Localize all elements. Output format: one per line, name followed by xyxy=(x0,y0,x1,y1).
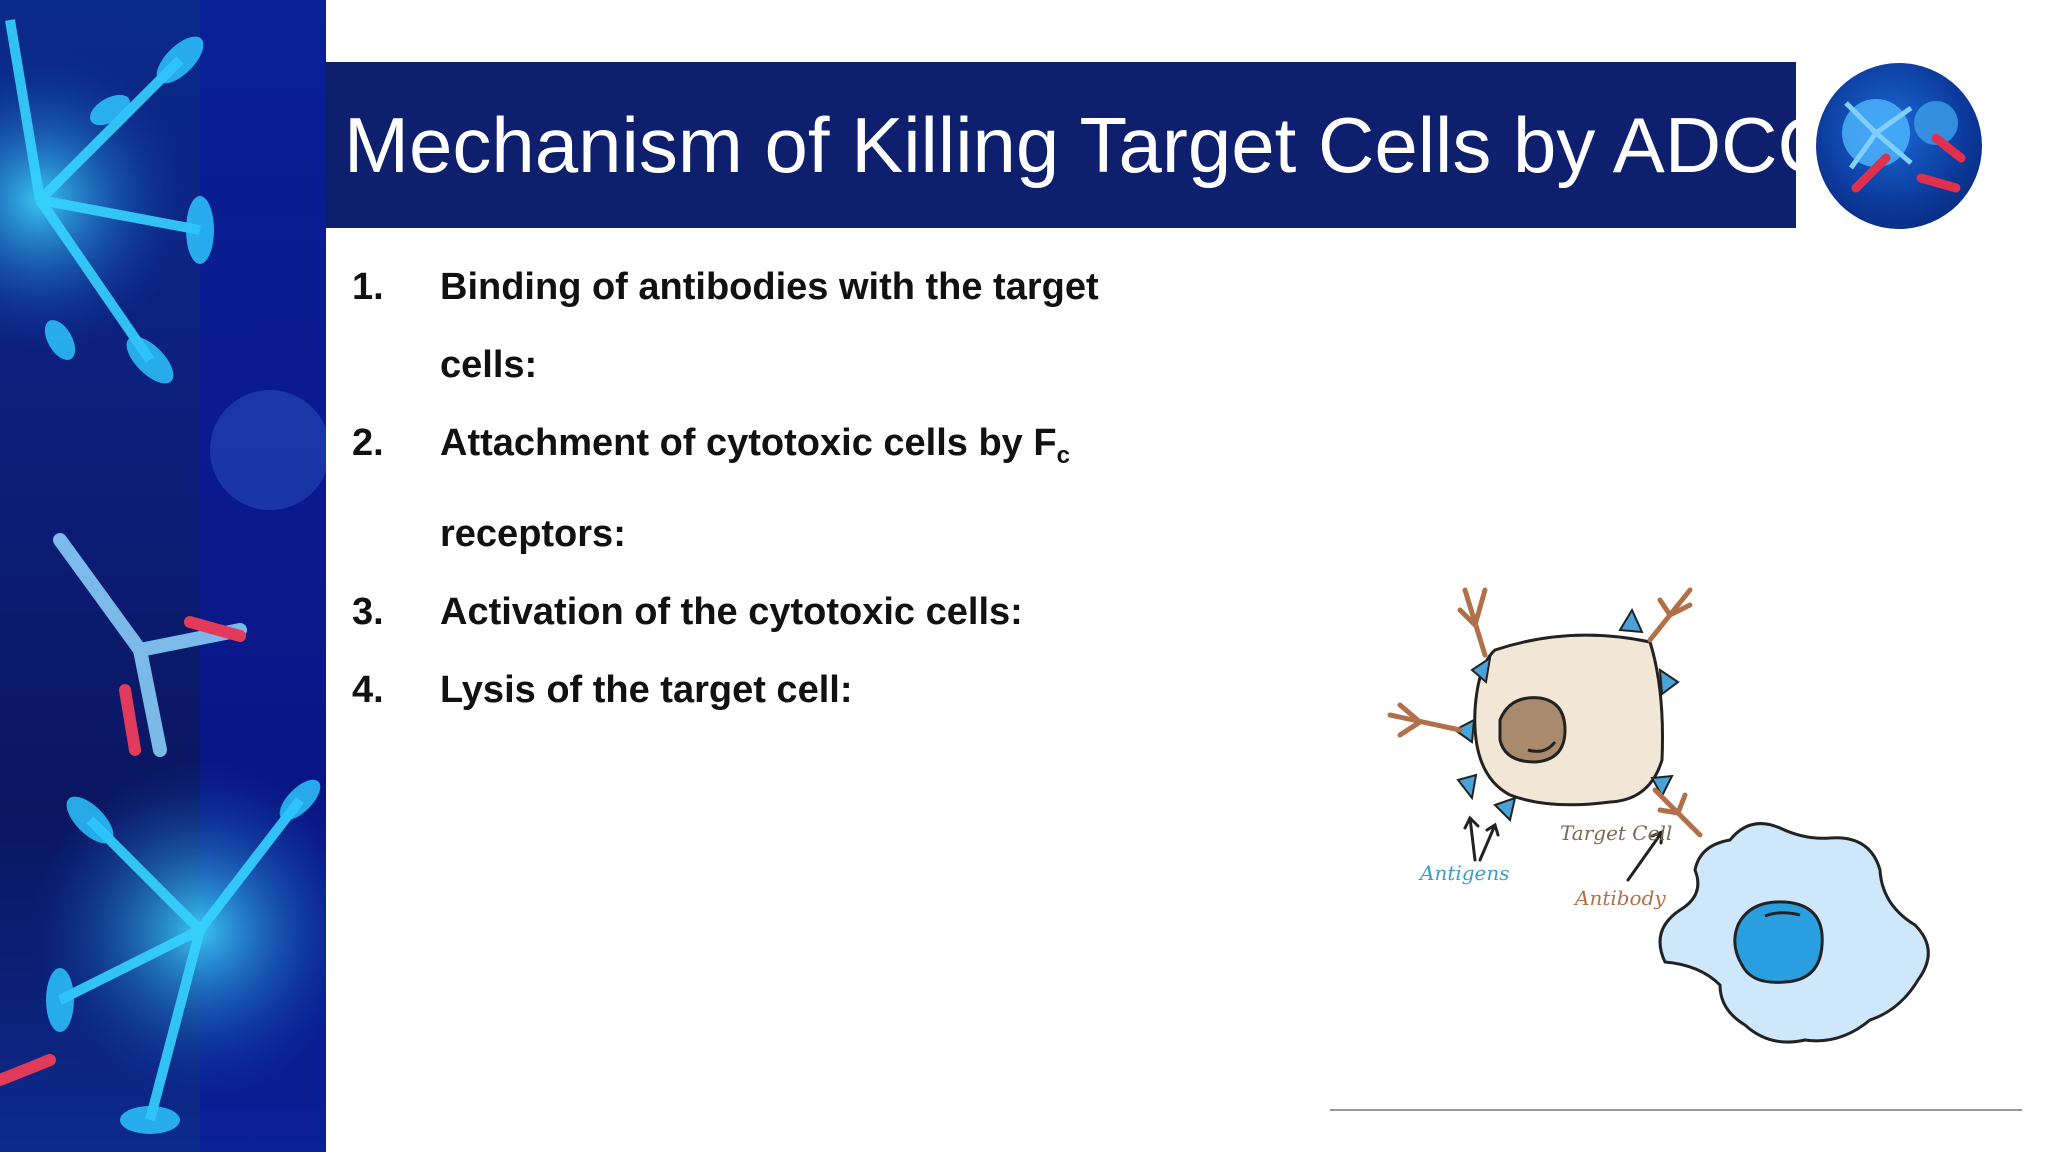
target-cell xyxy=(1473,633,1664,807)
antibodies-group xyxy=(1387,587,1703,838)
target-cell-nucleus xyxy=(1498,696,1567,764)
arrow-antibody xyxy=(1626,829,1664,882)
list-item: 3. Activation of the cytotoxic cells: xyxy=(352,573,1152,651)
adcc-diagram-svg: Target Cell Antigens Antibody xyxy=(1387,587,1930,1044)
antigen-marker xyxy=(1650,774,1674,799)
antigen-marker xyxy=(1493,796,1517,822)
decorative-sidebar xyxy=(0,0,326,1152)
list-item: 4. Lysis of the target cell: xyxy=(352,651,1152,729)
antigen-marker xyxy=(1456,773,1478,801)
effector-cell-nucleus xyxy=(1733,900,1824,984)
step-number: 3. xyxy=(352,591,384,633)
antibody-marker xyxy=(1457,587,1488,658)
step-text: Binding of antibodies with the target ce… xyxy=(440,248,1152,404)
antibody-label: Antibody xyxy=(1573,886,1666,910)
step-text: Activation of the cytotoxic cells: xyxy=(440,591,1023,633)
step-number: 1. xyxy=(352,266,384,308)
antigen-marker xyxy=(1470,655,1492,684)
nucleus-detail xyxy=(1527,741,1557,753)
antibody-marker xyxy=(1647,587,1693,643)
step-line1: Attachment of cytotoxic cells by F xyxy=(440,422,1057,464)
target-cell-label: Target Cell xyxy=(1560,821,1672,845)
virus-logo-illustration xyxy=(1842,99,1966,193)
step-line2: cells: xyxy=(440,344,538,386)
adcc-diagram: Target Cell Antigens Antibody xyxy=(1360,570,2020,1110)
slide-title: Mechanism of Killing Target Cells by ADC… xyxy=(344,100,1834,189)
virus-background-illustration xyxy=(0,0,326,1152)
antigen-marker xyxy=(1658,668,1680,696)
bottom-divider xyxy=(1330,1109,2022,1111)
antigen-marker xyxy=(1618,607,1644,634)
steps-list: 1. Binding of antibodies with the target… xyxy=(352,248,1152,729)
step-number: 4. xyxy=(352,669,384,711)
step-number: 2. xyxy=(352,422,384,464)
step-text: Attachment of cytotoxic cells by Fc rece… xyxy=(440,404,1152,573)
step-text: Lysis of the target cell: xyxy=(440,669,853,711)
antibody-marker xyxy=(1652,787,1703,838)
step-line2: receptors: xyxy=(440,513,626,555)
annotation-arrows xyxy=(1463,815,1664,882)
title-bar: Mechanism of Killing Target Cells by ADC… xyxy=(326,62,1834,228)
step-line1: Binding of antibodies with the target xyxy=(440,266,1099,308)
antigens-label: Antigens xyxy=(1418,861,1510,885)
antigen-marker xyxy=(1453,718,1476,744)
arrow-antigens-1 xyxy=(1463,815,1480,862)
list-item: 2. Attachment of cytotoxic cells by Fc r… xyxy=(352,404,1152,573)
arrow-antigens-2 xyxy=(1478,822,1500,862)
virus-logo-icon xyxy=(1816,63,1982,229)
antigens-group xyxy=(1453,607,1680,822)
step-subscript: c xyxy=(1056,442,1070,469)
effector-nucleus-detail xyxy=(1764,911,1801,918)
antibody-marker xyxy=(1387,702,1463,738)
list-item: 1. Binding of antibodies with the target… xyxy=(352,248,1152,404)
